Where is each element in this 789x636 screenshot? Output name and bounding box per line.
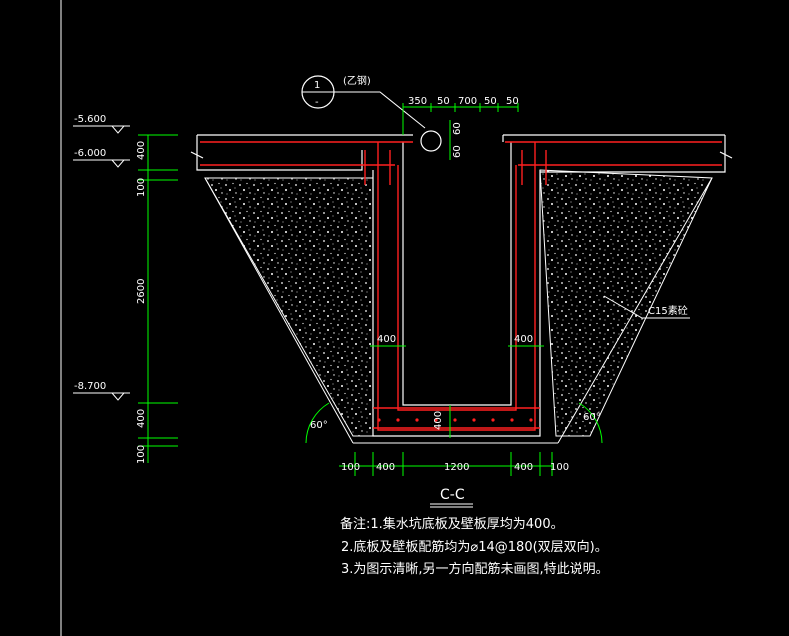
left-dim-5: 100 (136, 445, 147, 464)
angle-marks (305, 402, 603, 444)
bottom-dimension (339, 452, 553, 476)
left-dim-3: 2600 (136, 279, 147, 304)
wall-dim-left: 400 (377, 334, 396, 345)
pit-walls (372, 142, 541, 437)
level-1: -5.600 (74, 114, 106, 125)
top-dim-3: 700 (458, 96, 477, 107)
detail-caption: (乙钢) (343, 74, 371, 87)
left-dimension (138, 134, 178, 463)
small-dim-1: 60 (452, 122, 463, 135)
level-3: -8.700 (74, 381, 106, 392)
material-label: C15素砼 (648, 304, 688, 317)
rebar-dots (377, 418, 533, 422)
detail-lower: - (315, 97, 319, 108)
left-dim-2: 100 (136, 178, 147, 197)
top-dim-4: 50 (484, 96, 497, 107)
wall-dimensions (370, 345, 544, 438)
level-markers: -5.600 -6.000 -8.700 (73, 114, 130, 401)
angle-right: 60° (583, 412, 601, 423)
rebar (200, 141, 722, 431)
bottom-slab-dim: 400 (433, 411, 444, 430)
material-leader (603, 295, 690, 319)
bottom-dim-5: 100 (550, 462, 569, 473)
bottom-dim-2: 400 (376, 462, 395, 473)
level-2: -6.000 (74, 148, 106, 159)
top-slab (190, 134, 733, 173)
top-dimension: 350 50 700 50 50 60 60 (402, 96, 519, 160)
note-1: 备注:1.集水坑底板及壁板厚均为400。 (340, 516, 564, 532)
left-dim-4: 400 (136, 409, 147, 428)
bottom-dim-3: 1200 (444, 462, 469, 473)
top-dim-1: 350 (408, 96, 427, 107)
angle-left: 60° (310, 420, 328, 431)
note-2: 2.底板及壁板配筋均为⌀14@180(双层双向)。 (341, 539, 608, 555)
detail-callout: 1 - (乙钢) (301, 74, 442, 152)
section-title: C-C (440, 487, 465, 503)
small-dim-2: 60 (452, 145, 463, 158)
bottom-dim-1: 100 (341, 462, 360, 473)
top-dim-5: 50 (506, 96, 519, 107)
concrete-fill (204, 169, 713, 444)
left-dim-1: 400 (136, 141, 147, 160)
detail-number: 1 (314, 80, 320, 91)
top-dim-2: 50 (437, 96, 450, 107)
bottom-dim-4: 400 (514, 462, 533, 473)
wall-dim-right: 400 (514, 334, 533, 345)
note-3: 3.为图示清晰,另一方向配筋未画图,特此说明。 (341, 561, 609, 577)
